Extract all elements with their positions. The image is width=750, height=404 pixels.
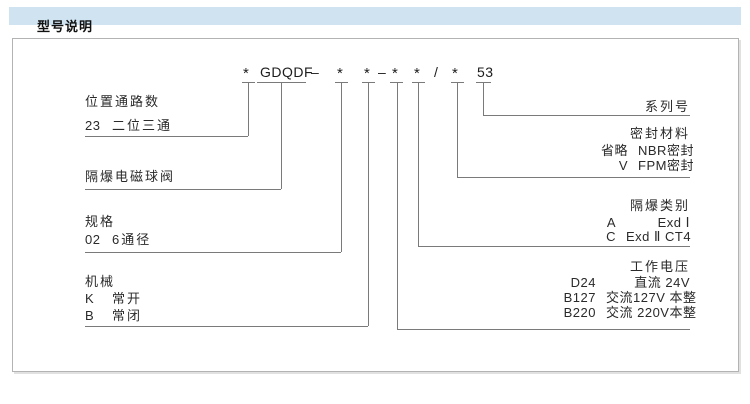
model-code-part: *: [364, 65, 371, 82]
page-title: 型号说明: [37, 19, 94, 34]
row-code: K: [85, 291, 95, 306]
left-section-4-row: B 常闭: [85, 309, 142, 323]
row-desc: 交流 220V本整: [606, 305, 697, 320]
model-code-part: GDQDF: [260, 64, 314, 80]
row-code: D24: [570, 275, 596, 290]
connector-line: [368, 82, 369, 326]
connector-line: [483, 82, 484, 115]
row-desc: 直流 24V: [634, 275, 690, 290]
row-code: B127: [563, 290, 596, 305]
row-code: B220: [563, 305, 596, 320]
connector-line: [418, 82, 419, 246]
left-section-4-title: 机械: [85, 274, 116, 289]
row-code: 23: [85, 118, 101, 133]
right-section-4-title: 工作电压: [629, 259, 690, 274]
connector-line: [85, 252, 341, 253]
left-section-4-row: K 常开: [85, 292, 142, 306]
connector-line: [248, 82, 249, 136]
left-section-3-row: 02 6通径: [85, 233, 151, 247]
model-code-part: *: [392, 65, 399, 82]
row-code: A: [606, 215, 616, 230]
model-code-part: /: [434, 64, 439, 80]
model-code-part: *: [337, 65, 344, 82]
connector-line: [341, 82, 342, 252]
row-desc: 二位三通: [112, 118, 173, 133]
row-code: B: [85, 308, 95, 323]
connector-line: [457, 82, 458, 177]
model-code-part: –: [378, 64, 387, 80]
right-section-2-row: V FPM密封: [618, 158, 694, 173]
row-desc: NBR密封: [638, 143, 694, 158]
row-desc: 常开: [112, 291, 143, 306]
row-code: 省略: [600, 143, 628, 158]
connector-line: [418, 246, 690, 247]
model-diagram-box: [12, 38, 739, 372]
right-section-4-row: B127 交流127V 本整: [563, 290, 697, 305]
right-section-4-row: B220 交流 220V本整: [563, 305, 697, 320]
right-section-2-row: 省略 NBR密封: [600, 143, 694, 158]
row-desc: FPM密封: [638, 158, 694, 173]
row-desc: 交流127V 本整: [606, 290, 697, 305]
right-section-3-title: 隔爆类别: [629, 198, 690, 213]
connector-line: [457, 177, 690, 178]
left-section-1-row: 23 二位三通: [85, 119, 172, 133]
row-code: C: [606, 229, 616, 244]
right-section-2-title: 密封材料: [629, 126, 690, 141]
underline-tick: [390, 82, 403, 83]
connector-line: [281, 82, 282, 189]
row-desc: 6通径: [112, 232, 152, 247]
row-code: V: [618, 158, 628, 173]
model-code-part: *: [243, 65, 250, 82]
model-code-part: 53: [477, 64, 494, 80]
connector-line: [483, 115, 690, 116]
connector-line: [85, 189, 281, 190]
right-section-3-row: C Exd Ⅱ CT4: [606, 230, 690, 244]
connector-line: [85, 326, 368, 327]
left-section-1-title: 位置通路数: [85, 94, 161, 109]
model-code-part: –: [311, 64, 320, 80]
connector-line: [397, 329, 690, 330]
connector-line: [85, 136, 248, 137]
row-desc: 常闭: [112, 308, 143, 323]
model-code-part: *: [452, 65, 459, 82]
model-code-part: *: [414, 65, 421, 82]
right-section-1-title: 系列号: [644, 99, 690, 114]
connector-line: [397, 82, 398, 329]
left-section-3-title: 规格: [85, 214, 116, 229]
row-code: 02: [85, 232, 101, 247]
right-section-4-row: D24 直流 24V: [571, 276, 690, 290]
left-section-2-title: 隔爆电磁球阀: [85, 169, 176, 184]
row-desc: Exd Ⅰ: [657, 215, 690, 230]
row-desc: Exd Ⅱ CT4: [626, 229, 692, 244]
right-section-3-row: A Exd Ⅰ: [607, 216, 690, 230]
section-header-bar: 型号说明: [9, 7, 741, 34]
